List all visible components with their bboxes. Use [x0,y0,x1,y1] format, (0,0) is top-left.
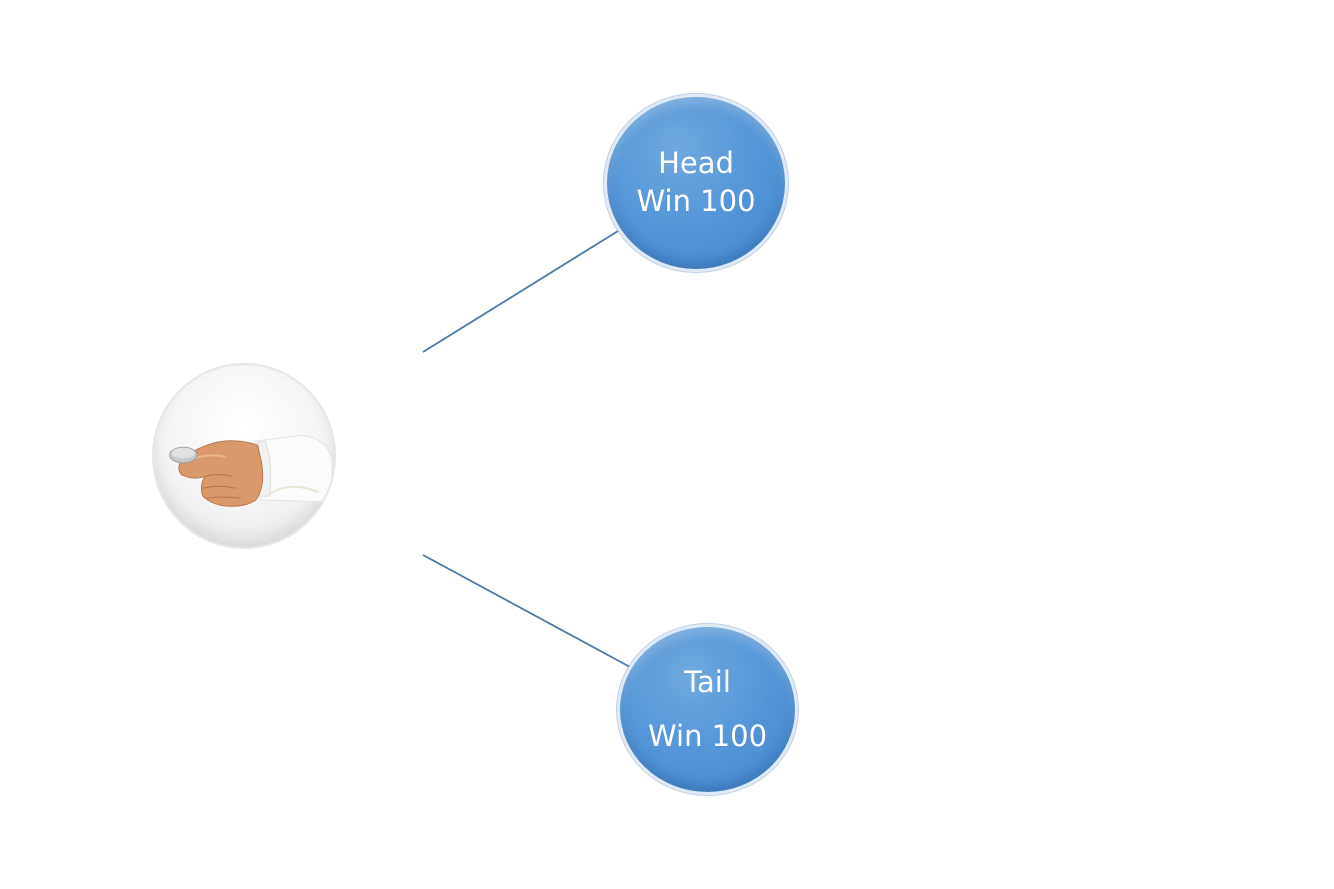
edge-to-tail [422,554,631,668]
tail-label: Tail [684,664,731,699]
tail-outcome-node: Tail Win 100 [617,624,798,795]
head-label: Head [658,146,734,181]
head-outcome-node: Head Win 100 [604,94,788,272]
edge-to-head [422,230,619,353]
head-payoff: Win 100 [636,184,756,218]
coin-toss-node [152,363,336,549]
coin-toss-hand-icon [169,434,333,507]
tail-payoff: Win 100 [647,718,768,753]
